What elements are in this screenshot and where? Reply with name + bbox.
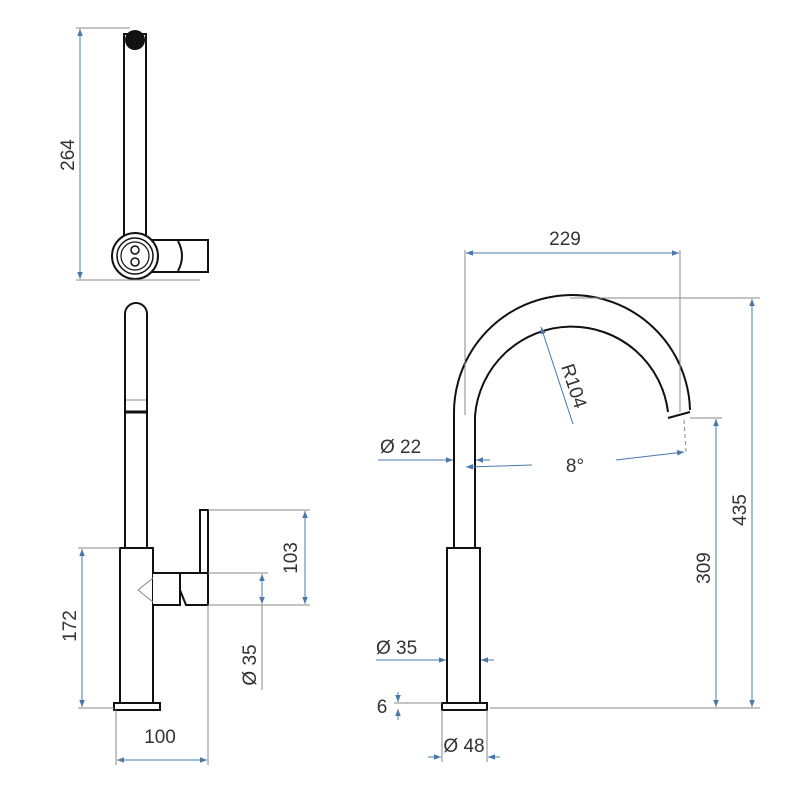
dimension-6: 6 — [377, 697, 388, 718]
dimension-435: 435 — [730, 494, 751, 526]
spout-pipe-side — [124, 302, 148, 548]
angle-reference — [683, 419, 687, 453]
angle-line — [465, 463, 533, 470]
dimension-35-front: Ø 35 — [376, 638, 417, 659]
front-view: 229 435 309 R104 Ø 22 8° Ø 35 6 Ø 48 — [376, 229, 760, 762]
spout-outer-arc — [452, 293, 691, 548]
handle-hub — [153, 572, 181, 606]
dimension-48: Ø 48 — [443, 736, 484, 757]
dimension-229: 229 — [549, 229, 581, 250]
handle-block — [179, 572, 209, 606]
radius-line — [540, 326, 574, 425]
base-side — [113, 702, 161, 711]
aerator-cap — [125, 30, 145, 50]
body-side — [119, 547, 154, 704]
dimension-100: 100 — [144, 727, 176, 748]
spout-pipe-top — [123, 33, 147, 245]
spout-inner-arc — [474, 325, 669, 548]
cartridge-ring — [120, 241, 150, 271]
dimension-172: 172 — [60, 610, 81, 642]
dimension-35-side: Ø 35 — [240, 644, 261, 685]
base-ring-outer — [111, 232, 159, 280]
dimension-angle: 8° — [566, 456, 584, 477]
side-view: 172 103 Ø 35 100 — [60, 302, 310, 765]
inlet-hole — [130, 257, 140, 267]
dimension-r104: R104 — [556, 361, 590, 411]
top-view: 264 — [58, 27, 209, 281]
dimension-264: 264 — [58, 139, 79, 171]
body-front — [446, 547, 481, 704]
angle-line — [615, 450, 685, 461]
hub-notch — [137, 577, 154, 603]
dimension-22: Ø 22 — [380, 437, 421, 458]
dimension-309: 309 — [694, 552, 715, 584]
handle-curve — [177, 240, 183, 272]
base-front — [441, 702, 488, 711]
spout-outlet — [667, 411, 691, 419]
inlet-hole — [130, 245, 140, 255]
dimension-103: 103 — [281, 542, 302, 574]
lever — [199, 509, 209, 575]
base-ring-inner — [116, 237, 154, 275]
